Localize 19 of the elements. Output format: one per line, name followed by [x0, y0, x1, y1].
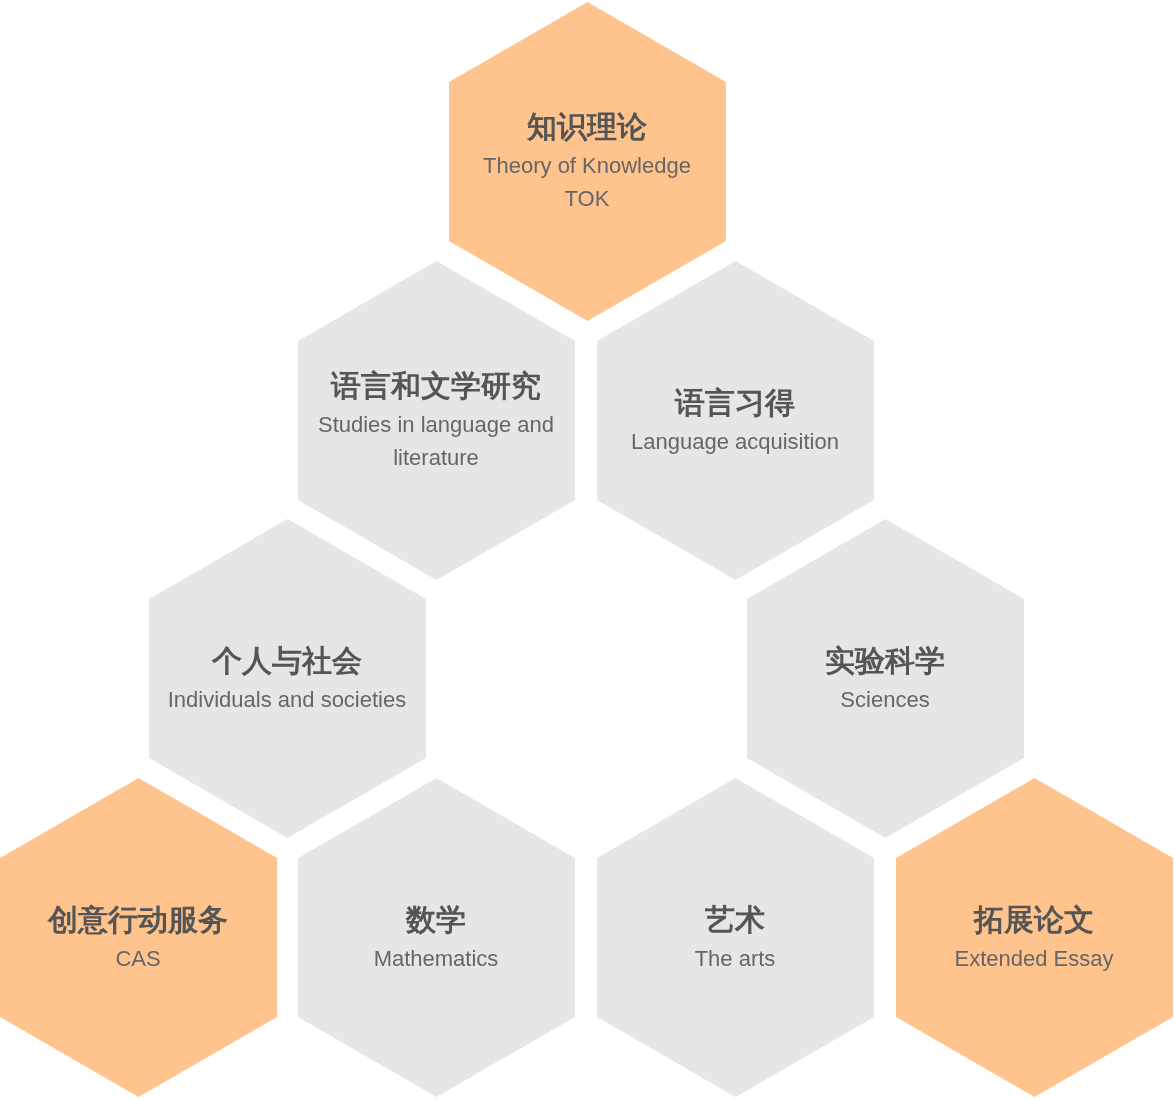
tile-subtitle: Extended Essay	[954, 944, 1114, 973]
tile-title: 个人与社会	[212, 641, 362, 680]
tile-title: 创意行动服务	[48, 900, 228, 939]
tile-subtitle: Theory of Knowledge	[483, 152, 691, 180]
tile-title: 语言和文学研究	[331, 367, 541, 405]
tile-subtitle: CAS	[115, 944, 161, 973]
tile-title: 语言习得	[675, 383, 795, 422]
tile-title: 拓展论文	[974, 900, 1094, 939]
tile-title: 艺术	[705, 900, 765, 939]
tile-title: 实验科学	[825, 641, 945, 680]
tile-title: 数学	[406, 900, 466, 939]
tile-subtitle: Studies in language and literature	[316, 411, 556, 472]
tile-subtitle: The arts	[694, 944, 776, 973]
tile-subtitle: Mathematics	[373, 944, 499, 973]
tile-subtitle: Language acquisition	[631, 427, 839, 456]
tile-subtitle: Individuals and societies	[167, 685, 407, 714]
tile-subtitle: TOK	[564, 185, 610, 213]
tile-title: 知识理论	[527, 108, 647, 146]
tile-subtitle: Sciences	[840, 685, 930, 714]
